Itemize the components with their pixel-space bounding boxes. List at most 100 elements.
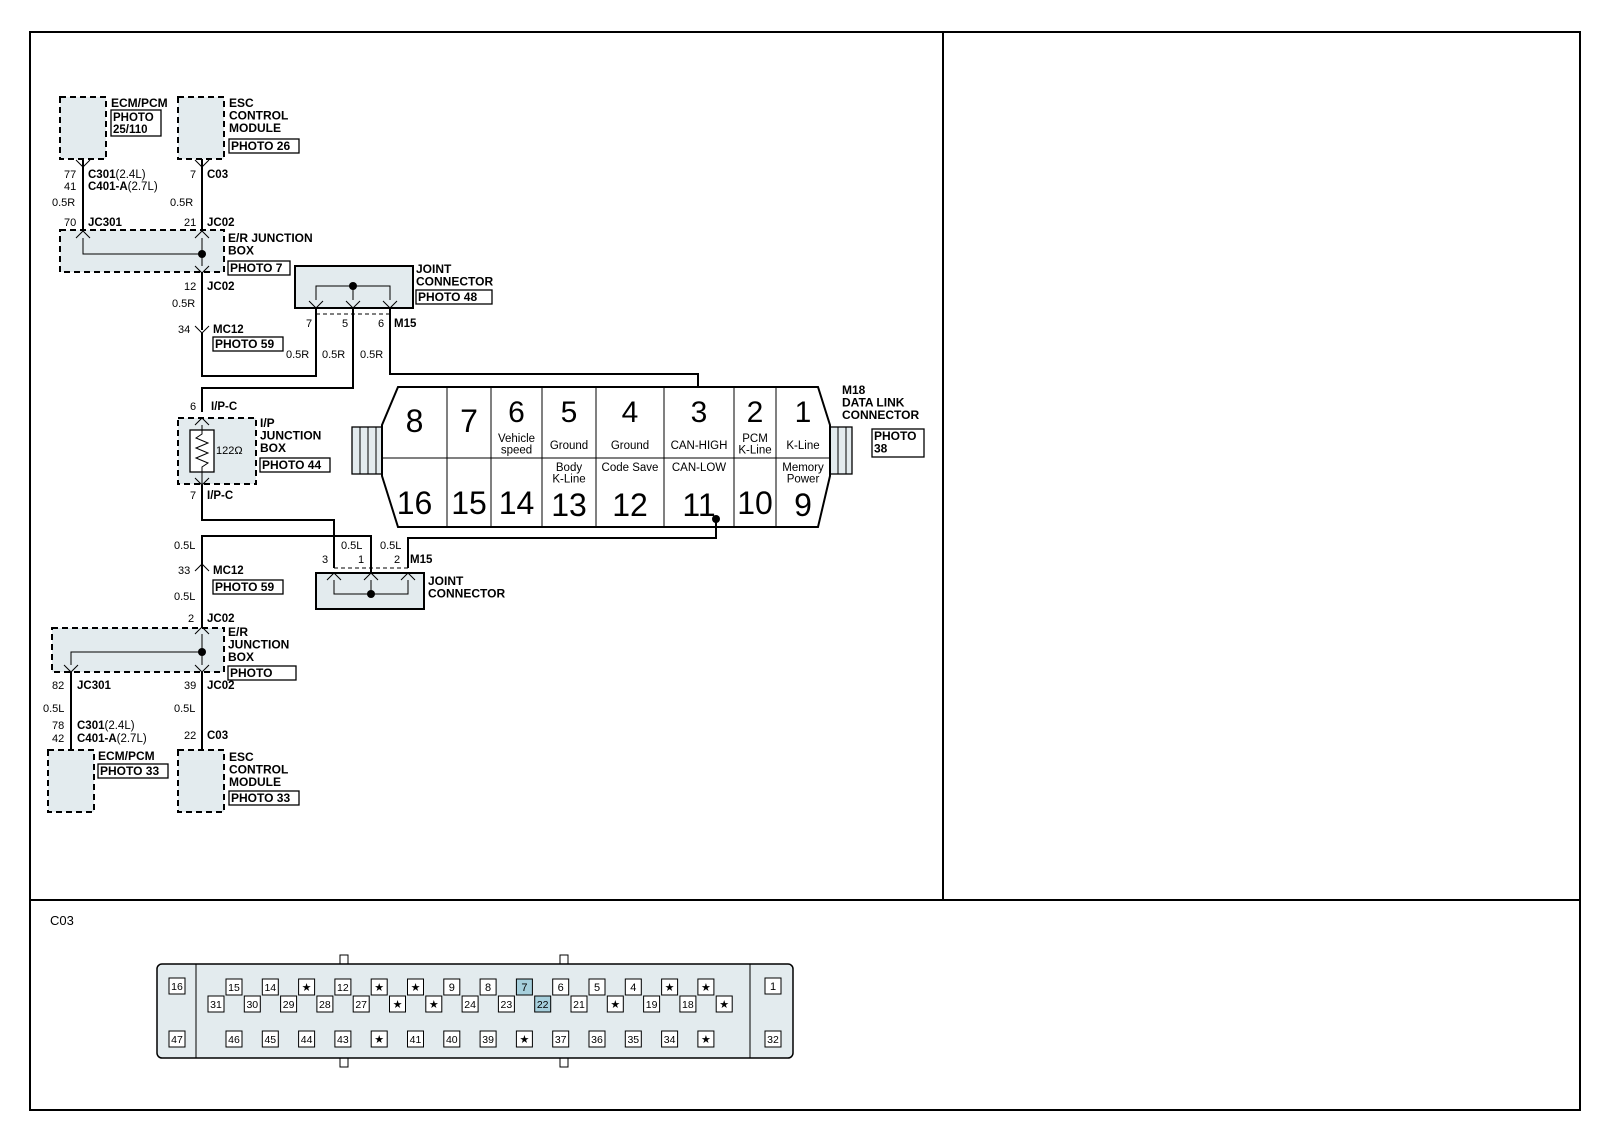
c03-pin <box>225 978 243 996</box>
c03-pin <box>316 995 334 1013</box>
c03-pin <box>497 995 515 1013</box>
c03-pin-label: ★ <box>374 1034 384 1046</box>
connectors-c301-bottom-sub: (2.4L) <box>105 720 135 732</box>
pins-p12: 12 <box>184 281 196 293</box>
c03-pin <box>207 995 225 1013</box>
c03-pin-label: 7 <box>521 982 527 994</box>
c03-pin-label: 35 <box>627 1034 639 1046</box>
c03-pin-label: 41 <box>410 1034 422 1046</box>
c03-pin <box>334 978 352 996</box>
joint-top-photo: PHOTO 48 <box>418 290 477 304</box>
dlc-pin-15: 15 <box>451 485 487 521</box>
wires-w3: 0.5R <box>172 298 195 310</box>
c03-pin <box>225 1030 243 1048</box>
pins-p2: 2 <box>188 613 194 625</box>
ecm-pcm-bottom: ECM/PCM PHOTO 33 <box>47 749 169 813</box>
c03-pin-label: 5 <box>594 982 600 994</box>
c03-pin-label: 27 <box>355 999 367 1011</box>
pins-p21: 21 <box>184 217 196 229</box>
c03-pin-label: 6 <box>558 982 564 994</box>
connectors-m15-bottom: M15 <box>410 554 433 566</box>
c03-pin <box>168 977 186 995</box>
connectors-mc12-top: MC12 <box>213 324 244 336</box>
connectors-jc02-b2: JC02 <box>207 680 235 692</box>
connectors-c03-top: C03 <box>207 169 228 181</box>
connectors-c401-top: C401-A <box>88 181 128 193</box>
dlc-pin-label-3: CAN-HIGH <box>671 440 728 452</box>
c03-pin-label: 24 <box>464 999 476 1011</box>
c03-pin-label: ★ <box>665 982 675 994</box>
conn-c401-bottom: C401-A(2.7L) <box>77 733 147 745</box>
dlc-pin-7: 7 <box>460 403 478 439</box>
c03-pin-label: 21 <box>573 999 585 1011</box>
c03-pin-label: ★ <box>429 999 439 1011</box>
connectors-c401-top-sub: (2.7L) <box>128 181 158 193</box>
c03-pin-label: 19 <box>646 999 658 1011</box>
page-frame <box>29 31 1581 1111</box>
dlc-pin-9: 9 <box>794 487 812 523</box>
dlc-pin-10: 10 <box>737 485 773 521</box>
c03-pin-label: 36 <box>591 1034 603 1046</box>
connectors-jc02-b1: JC02 <box>207 613 235 625</box>
pins-p7: 7 <box>190 169 196 181</box>
wires-w5: 0.5R <box>322 349 345 361</box>
dlc-pin-label-5: Ground <box>550 440 588 452</box>
wires-l1: 0.5L <box>174 540 195 552</box>
dlc-pin-label-1: K-Line <box>786 440 819 452</box>
c03-pin-label: 37 <box>555 1034 567 1046</box>
ecm-top-title: ECM/PCM <box>111 96 168 110</box>
c03-pin-label: 18 <box>682 999 694 1011</box>
dlc-pin-label-4: Ground <box>611 440 649 452</box>
connectors-jc02-top-in: JC02 <box>207 217 235 229</box>
dlc-pin-13: 13 <box>551 487 587 523</box>
ecm-bottom-title: ECM/PCM <box>98 749 155 763</box>
c03-pin-label: 43 <box>337 1034 349 1046</box>
connectors-c03-bottom: C03 <box>207 730 228 742</box>
c03-pin <box>298 1030 316 1048</box>
c03-pin <box>606 995 624 1013</box>
ecm-bottom-photo: PHOTO 33 <box>100 764 159 778</box>
pins-p34: 34 <box>178 324 190 336</box>
connectors-mc12-bottom: MC12 <box>213 565 244 577</box>
c03-pin-label: 23 <box>501 999 513 1011</box>
connectors-c301-bottom: C301 <box>77 720 105 732</box>
c03-pin-label: 12 <box>337 982 349 994</box>
wires-l2: 0.5L <box>341 540 362 552</box>
wires-l6: 0.5L <box>174 703 195 715</box>
c03-pin <box>407 978 424 996</box>
dlc-pin-1: 1 <box>795 396 812 429</box>
pins-pj3: 3 <box>322 554 328 566</box>
c03-pin <box>552 978 570 996</box>
c03-pin <box>588 1030 606 1048</box>
c03-pin-label: ★ <box>701 982 711 994</box>
c03-pin <box>243 995 261 1013</box>
c03-pin-label: 30 <box>246 999 258 1011</box>
dlc-pin-5: 5 <box>561 396 578 429</box>
resistor-value: 122Ω <box>216 445 243 457</box>
c03-pin <box>715 995 733 1013</box>
c03-pin <box>461 995 479 1013</box>
c03-pin-label: ★ <box>610 999 620 1011</box>
c03-pin <box>534 995 552 1013</box>
c03-pin-label: 16 <box>171 981 183 993</box>
connectors-c301-top: C301 <box>88 169 116 181</box>
c03-pin <box>679 995 697 1013</box>
dlc-pin-3: 3 <box>691 396 708 429</box>
c03-pin <box>370 978 388 996</box>
c03-pin-label: 8 <box>485 982 491 994</box>
pins-pj6: 6 <box>378 318 384 330</box>
wires-l3: 0.5L <box>380 540 401 552</box>
c03-pin <box>661 978 679 996</box>
c03-pin <box>407 1030 424 1048</box>
